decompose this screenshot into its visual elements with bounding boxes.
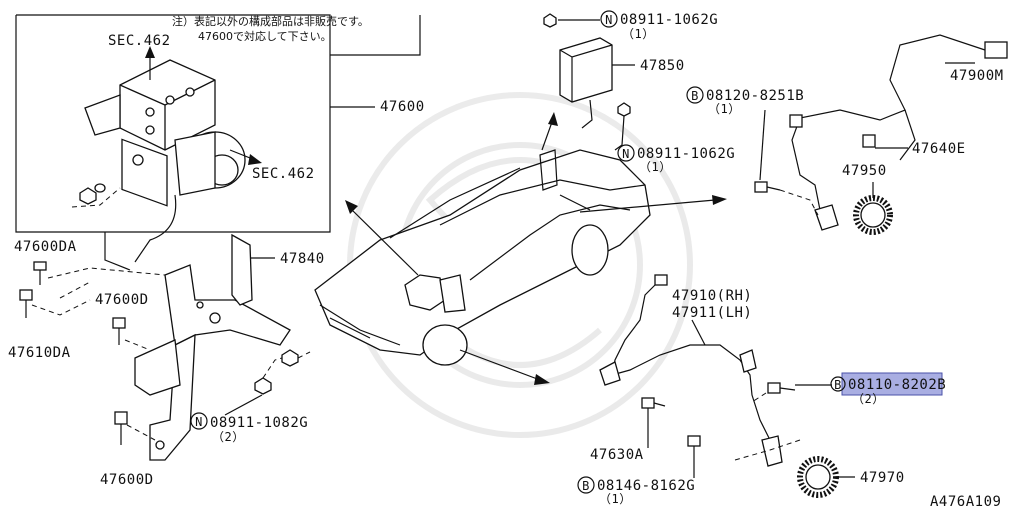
label-47970: 47970 <box>860 470 905 486</box>
b-marker-text: B <box>582 479 590 493</box>
bolt-08110-8202B <box>767 382 796 394</box>
b-marker-8202B: B <box>830 376 846 392</box>
leader-08911-1062G-mid <box>614 115 625 151</box>
front-bolt-dashes <box>734 392 801 461</box>
label-08110-8202B-qty: （2） <box>852 392 885 406</box>
abs-actuator <box>84 59 246 263</box>
n-marker-1062G-mid: N <box>617 144 635 162</box>
label-sec462-right: SEC.462 <box>252 166 315 182</box>
n-marker-1062G-top: N <box>600 10 618 28</box>
b-marker-8251B: B <box>686 86 704 104</box>
diagram-reference-code: A476A109 <box>930 494 1001 510</box>
label-47640E: 47640E <box>912 141 966 157</box>
bolt-47610DA <box>19 289 33 318</box>
label-47911-lh: 47911(LH) <box>672 305 752 321</box>
nut-08911-1082G <box>254 349 299 395</box>
label-08120-8251B-qty: （1） <box>708 102 741 116</box>
label-47600DA: 47600DA <box>14 239 77 255</box>
n-marker-1082G: N <box>190 412 208 430</box>
label-08911-1082G-qty: （2） <box>212 430 245 444</box>
leader-47910 <box>691 319 706 346</box>
label-08146-8162G: 08146-8162G <box>597 478 695 494</box>
n-marker-text: N <box>605 13 613 27</box>
label-08911-1062G-top: 08911-1062G <box>620 12 718 28</box>
label-47600D-lower: 47600D <box>100 472 154 488</box>
b-marker-text: B <box>691 89 699 103</box>
b-marker-text: B <box>834 378 842 392</box>
label-08911-1082G: 08911-1082G <box>210 415 308 431</box>
label-47910-rh: 47910(RH) <box>672 288 752 304</box>
note-line-1: 注）表記以外の構成部品は非販売です。 <box>172 14 369 28</box>
bolt-47600DA <box>33 261 47 285</box>
actuator-dash <box>71 187 121 208</box>
bracket-47840 <box>134 233 291 461</box>
car-outline <box>314 149 651 366</box>
group-box-outline <box>15 14 421 271</box>
b-marker-8162G: B <box>577 476 595 494</box>
label-08911-1062G-top-qty: （1） <box>622 27 655 41</box>
arrow-car-to-rear-sensor <box>579 195 727 213</box>
label-47600D-upper: 47600D <box>95 292 149 308</box>
label-08110-8202B: 08110-8202B <box>848 377 946 393</box>
label-08911-1062G-mid: 08911-1062G <box>637 146 735 162</box>
arrow-sec462-top <box>145 46 155 80</box>
highlight-08110-8202B <box>841 372 943 396</box>
label-47850: 47850 <box>640 58 685 74</box>
note-line-2: 47600で対応して下さい。 <box>198 29 332 43</box>
tone-ring-47950 <box>853 195 893 235</box>
bolt-08120-8251B <box>754 181 781 193</box>
bolt-47600D-upper <box>112 317 126 345</box>
actuator-nut <box>79 183 106 205</box>
rear-sensor-harness-47900M <box>789 34 1008 231</box>
tone-ring-47970 <box>797 456 839 498</box>
arrow-car-to-47850 <box>541 112 558 151</box>
leader-08911-1082G <box>224 394 263 416</box>
label-47950: 47950 <box>842 163 887 179</box>
label-47600: 47600 <box>380 99 425 115</box>
label-47840: 47840 <box>280 251 325 267</box>
front-sensor-harness-47910 <box>599 274 783 467</box>
bolt-dashes-left <box>31 267 166 351</box>
nut-dashes <box>262 351 311 379</box>
label-08911-1062G-mid-qty: （1） <box>639 160 672 174</box>
g-sensor-47850 <box>543 13 631 129</box>
rear-bolt-dash <box>779 189 819 216</box>
label-sec462-top: SEC.462 <box>108 33 171 49</box>
bolt-08146-8162G <box>687 435 701 460</box>
label-47630A: 47630A <box>590 447 644 463</box>
n-marker-text: N <box>622 147 630 161</box>
arrow-car-to-front-sensor <box>459 349 550 385</box>
bolt-47630A <box>641 397 666 409</box>
label-47610DA: 47610DA <box>8 345 71 361</box>
label-47900M: 47900M <box>950 68 1004 84</box>
label-08146-8162G-qty: （1） <box>599 492 632 506</box>
label-08120-8251B: 08120-8251B <box>706 88 804 104</box>
leader-08120-8251B <box>759 109 766 181</box>
arrow-car-to-abs <box>345 200 419 276</box>
arrow-sec462-right <box>229 149 262 165</box>
n-marker-text: N <box>195 415 203 429</box>
bolt-47600D-lower <box>114 411 128 445</box>
